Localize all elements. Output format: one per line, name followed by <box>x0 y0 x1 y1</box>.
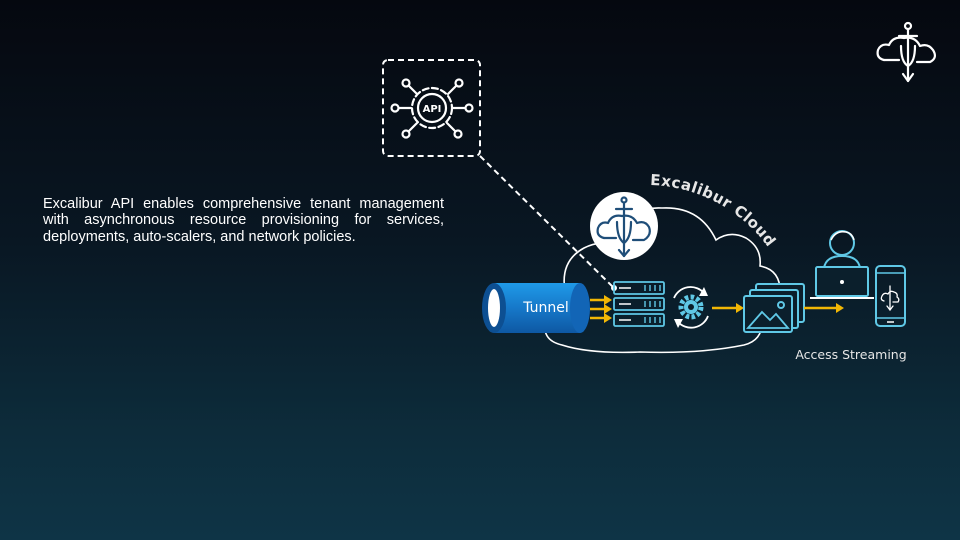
process-arrow <box>712 303 744 313</box>
api-gear-icon <box>390 78 474 139</box>
tunnel-cylinder <box>482 283 590 333</box>
image-stack-icon <box>743 283 805 333</box>
sync-gear-icon <box>673 286 709 329</box>
excalibur-logo-icon <box>876 21 937 83</box>
streaming-arrow <box>804 303 844 313</box>
access-streaming-label: Access Streaming <box>795 347 906 362</box>
api-callout-box <box>382 59 481 157</box>
server-rack-icon <box>613 281 665 327</box>
api-connector-line <box>479 155 615 289</box>
api-label: API <box>423 104 442 115</box>
tunnel-arrows <box>590 295 612 323</box>
cloud-outline <box>543 207 781 354</box>
description-text: Excalibur API enables comprehensive tena… <box>43 195 444 245</box>
mobile-phone-icon <box>875 265 906 327</box>
tunnel-label: Tunnel <box>522 300 569 316</box>
user-laptop-icon <box>810 230 874 299</box>
cloud-badge-logo-icon <box>596 196 651 258</box>
